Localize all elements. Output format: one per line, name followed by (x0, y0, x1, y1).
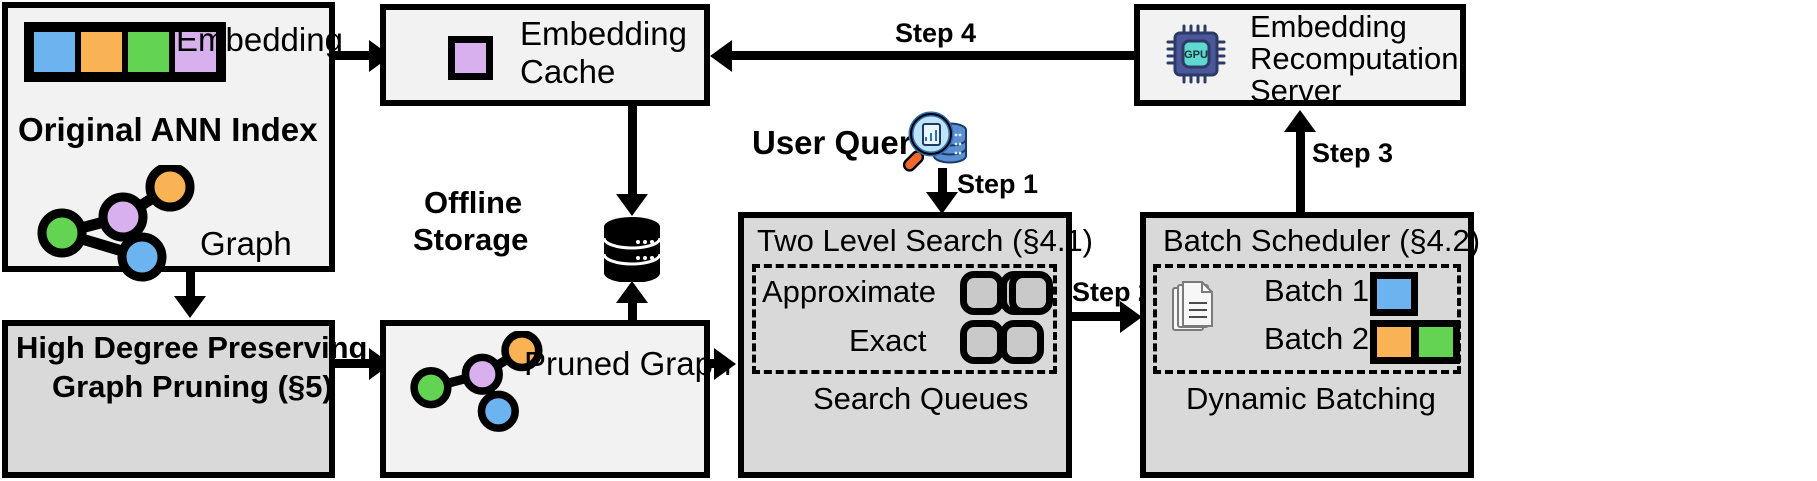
graph-pruning-line2: Graph Pruning (§5) (52, 369, 333, 404)
dynamic-batching-dashed-region (1153, 264, 1461, 374)
batch-2-label: Batch 2 (1264, 321, 1370, 356)
database-cylinder-icon (602, 217, 662, 282)
original-ann-index-title: Original ANN Index (18, 111, 318, 148)
embedding-swatch-orange (78, 29, 125, 75)
step4-label: Step 4 (895, 18, 977, 48)
arrow-step3-head (1284, 110, 1316, 132)
two-level-search-title: Two Level Search (§4.1) (757, 223, 1094, 258)
pruned-graph-icon (410, 331, 543, 432)
exact-row-label: Exact (849, 323, 927, 358)
arrow-index-to-pruning-line (186, 272, 195, 302)
embedding-cache-chip-icon (448, 36, 493, 80)
approximate-row-label: Approximate (762, 274, 937, 309)
arrow-step3-line (1296, 130, 1305, 214)
batch-1-swatch-blue (1370, 272, 1418, 316)
arrow-step2-line (1072, 312, 1128, 321)
batch-2-swatch-green (1412, 320, 1460, 364)
search-queues-footer: Search Queues (813, 381, 1029, 416)
embedding-cache-line2: Cache (520, 53, 616, 90)
offline-storage-line2: Storage (413, 222, 529, 257)
arrow-pruned-to-search-head (714, 348, 736, 380)
gpu-icon-text: GPU (1184, 49, 1208, 61)
approximate-slot-3 (1009, 271, 1053, 315)
graph-pruning-box (2, 320, 335, 478)
arrow-pruned-to-storage-head (616, 281, 648, 303)
embedding-swatch-green (125, 29, 172, 75)
dynamic-batching-footer: Dynamic Batching (1186, 381, 1436, 416)
exact-slot-2 (1000, 320, 1044, 364)
documents-icon (1172, 281, 1213, 331)
recomputation-server-line3: Server (1250, 73, 1342, 108)
embedding-label: Embedding (176, 21, 343, 58)
arrow-pruning-to-pruned-line (335, 359, 375, 368)
arrow-cache-to-storage-head (616, 194, 648, 216)
recomputation-server-line1: Embedding (1250, 9, 1407, 44)
arrow-index-to-cache-line (335, 51, 375, 60)
arrow-step4-head (710, 40, 732, 72)
embedding-swatch-purple (172, 29, 219, 75)
search-queues-dashed-region (752, 264, 1057, 374)
arrow-step1-line (938, 168, 947, 204)
embedding-cache-line1: Embedding (520, 15, 687, 52)
arrow-step2-head (1120, 301, 1142, 333)
original-graph-icon (37, 165, 195, 282)
step1-label: Step 1 (957, 169, 1039, 199)
arrow-pruned-to-storage-line (628, 300, 637, 322)
pruned-graph-label: Pruned Graph (524, 345, 732, 382)
embedding-swatch-strip (24, 22, 226, 82)
arrow-step1-head (926, 192, 958, 214)
approximate-slot-1 (960, 271, 1004, 315)
arrow-cache-to-storage-line (628, 106, 637, 201)
batch-scheduler-title: Batch Scheduler (§4.2) (1163, 223, 1481, 258)
gpu-chip-icon: GPU (1166, 24, 1226, 84)
batch-2-swatch-orange (1370, 320, 1418, 364)
batch-1-label: Batch 1 (1264, 273, 1370, 308)
arrow-index-to-pruning-head (174, 296, 206, 318)
offline-storage-line1: Offline (424, 185, 523, 220)
embedding-cache-box (380, 4, 710, 106)
graph-label: Graph (200, 225, 292, 262)
arrow-step4-line (730, 51, 1136, 60)
embedding-swatch-blue (31, 29, 78, 75)
graph-pruning-line1: High Degree Preserving (16, 330, 368, 365)
query-search-database-icon (902, 111, 967, 172)
exact-slot-1 (960, 320, 1004, 364)
recomputation-server-line2: Recomputation (1250, 41, 1459, 76)
step3-label: Step 3 (1312, 138, 1394, 168)
